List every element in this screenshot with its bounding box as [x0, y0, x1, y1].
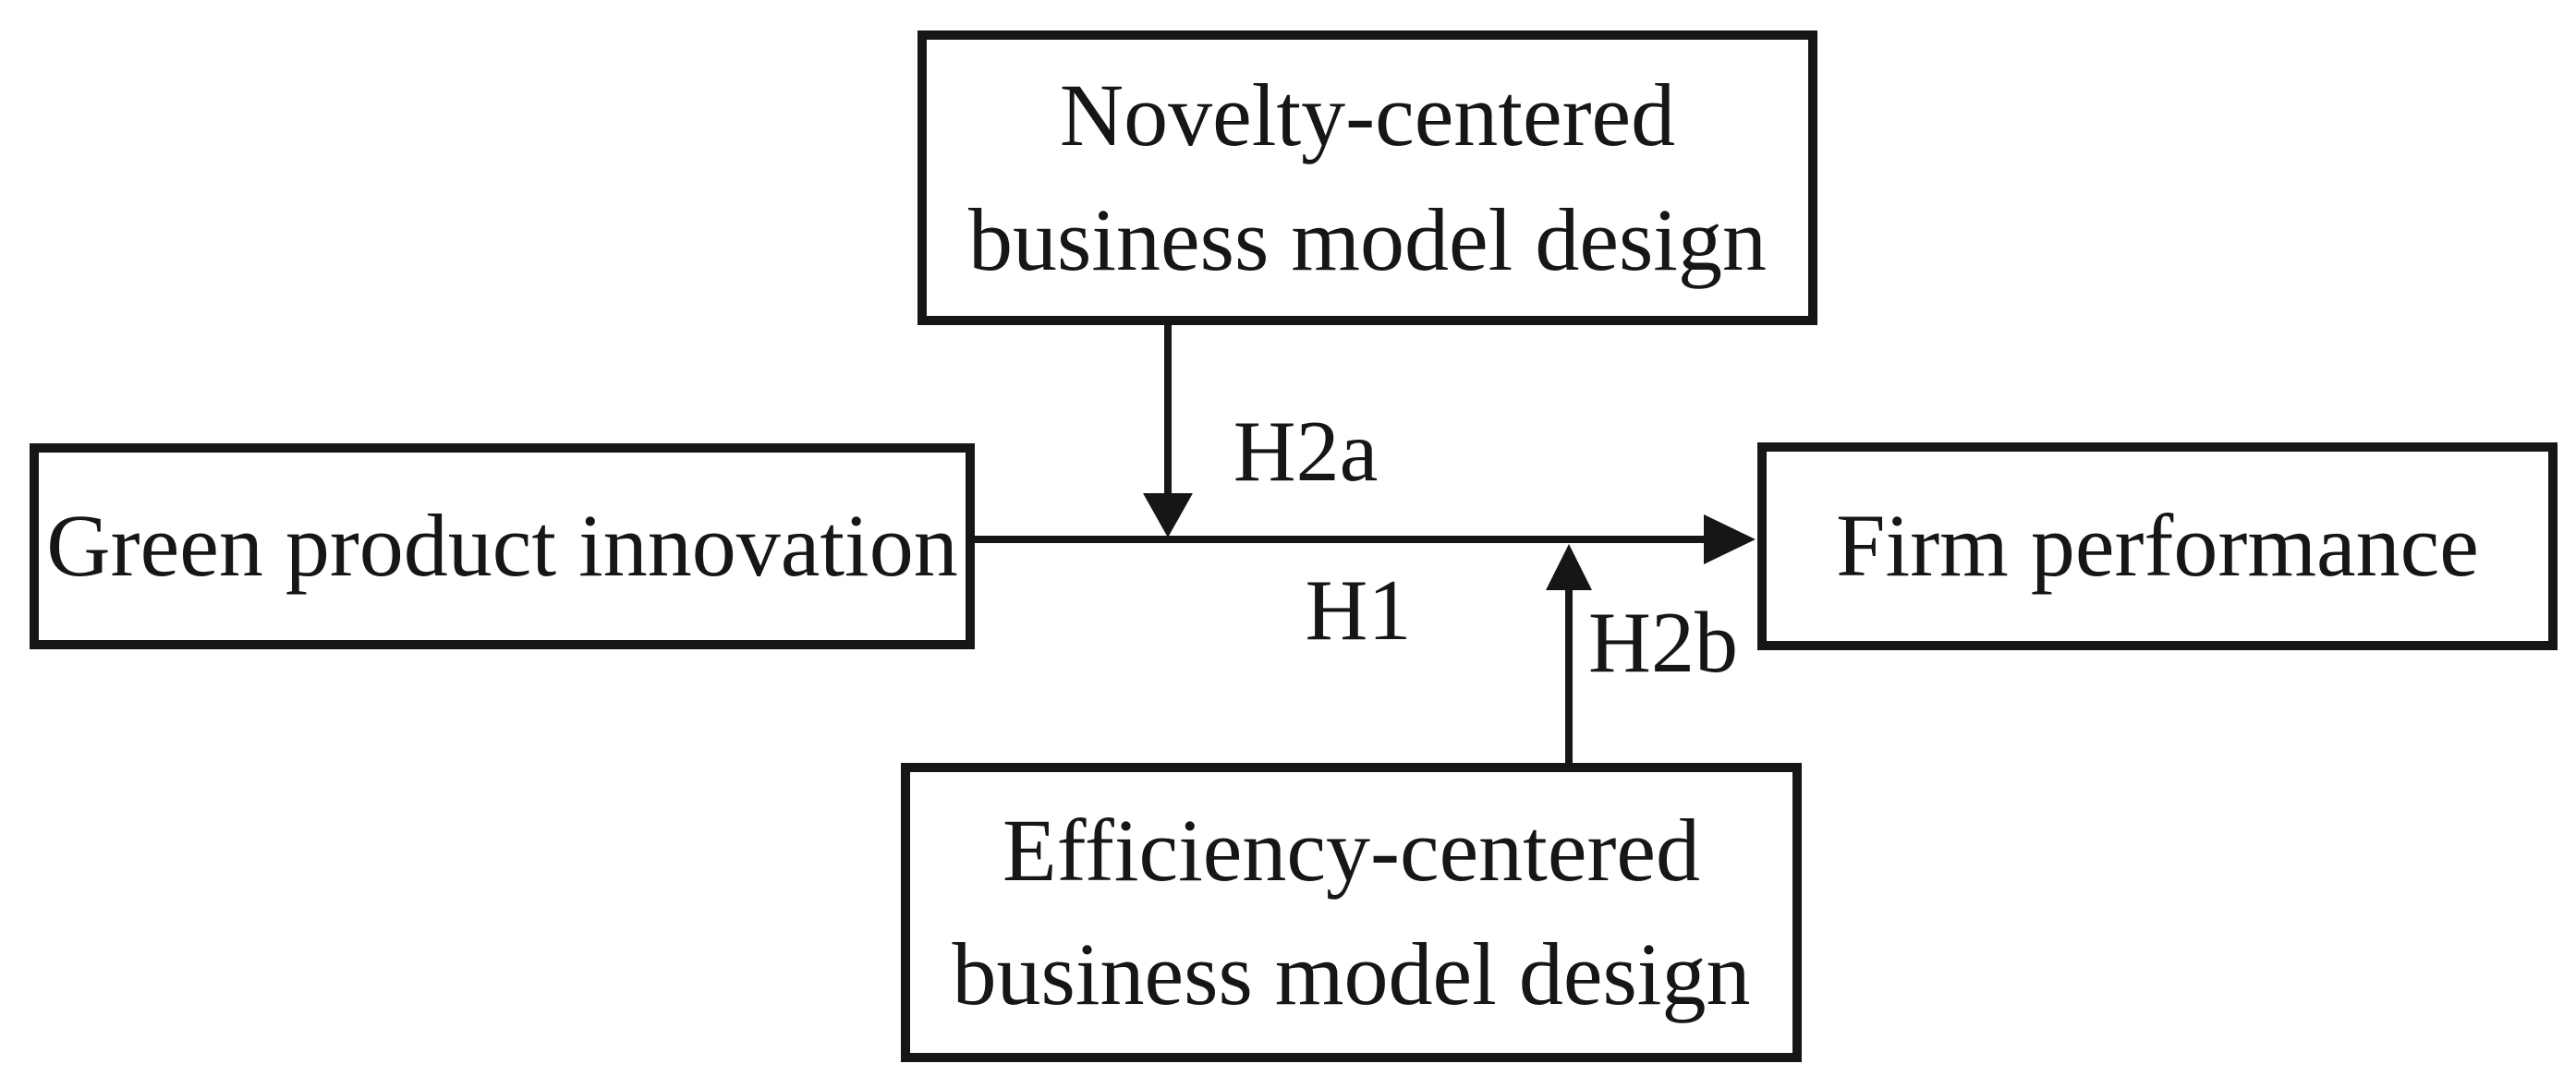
box-novelty-line2: business model design: [968, 189, 1767, 289]
box-novelty-business-model-design: Novelty-centered business model design: [917, 30, 1817, 325]
h1-label: H1: [1305, 562, 1412, 659]
box-efficiency-line2: business model design: [952, 925, 1751, 1023]
h2a-label: H2a: [1233, 404, 1379, 500]
box-firm-performance: Firm performance: [1757, 442, 2558, 650]
h2b-label: H2b: [1588, 595, 1738, 691]
h1-arrowhead-right-icon: [1704, 514, 1756, 564]
h2b-arrow-shaft: [1565, 586, 1573, 763]
box-novelty-line1: Novelty-centered: [1059, 66, 1676, 165]
box-green-label: Green product innovation: [46, 496, 958, 596]
box-efficiency-business-model-design: Efficiency-centered business model desig…: [901, 763, 1802, 1062]
h2a-arrowhead-down-icon: [1143, 493, 1193, 538]
box-efficiency-line1: Efficiency-centered: [1002, 800, 1701, 900]
h2a-arrow-shaft: [1164, 323, 1172, 501]
h2b-arrowhead-up-icon: [1546, 544, 1592, 590]
box-green-product-innovation: Green product innovation: [30, 443, 975, 649]
box-firm-label: Firm performance: [1836, 496, 2479, 596]
h1-arrow-shaft: [975, 536, 1709, 543]
